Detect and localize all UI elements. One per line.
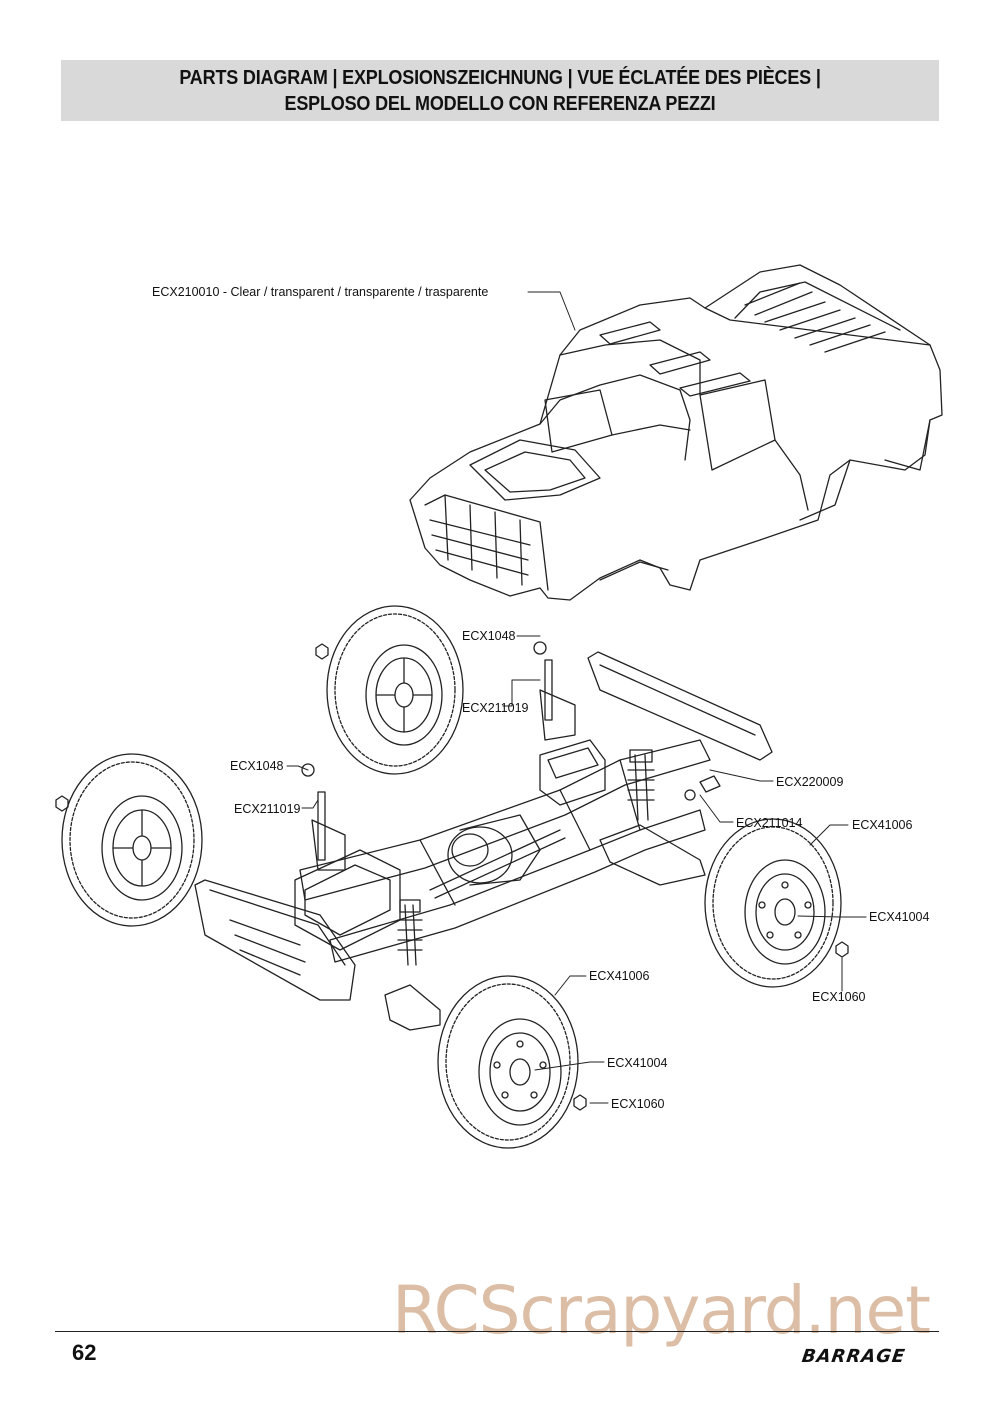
body-shell-illustration bbox=[409, 264, 943, 601]
callout-leader-lines bbox=[286, 291, 867, 1104]
callout-ecx1060-front: ECX1060 bbox=[611, 1097, 665, 1111]
callout-ecx41004-front: ECX41004 bbox=[607, 1056, 668, 1070]
callout-ecx211014: ECX211014 bbox=[736, 816, 803, 830]
header-title-line-2: ESPLOSO DEL MODELLO CON REFERENZA PEZZI bbox=[284, 93, 716, 115]
callout-ecx211019-rear: ECX211019 bbox=[462, 701, 529, 715]
callout-ecx41006-right: ECX41006 bbox=[852, 818, 913, 832]
front-left-wheel-illustration bbox=[61, 753, 203, 927]
callout-ecx211019-front: ECX211019 bbox=[234, 802, 301, 816]
callout-body-shell: ECX210010 - Clear / transparent / transp… bbox=[152, 285, 489, 299]
callout-ecx1060-right: ECX1060 bbox=[812, 990, 866, 1004]
chassis-illustration bbox=[194, 641, 773, 1031]
brand-logo: BARRAGE bbox=[800, 1346, 907, 1367]
rear-left-wheel-illustration bbox=[326, 605, 464, 775]
rear-right-wheel-illustration bbox=[704, 818, 842, 988]
callout-ecx1048-rear: ECX1048 bbox=[462, 629, 516, 643]
front-right-wheel-illustration bbox=[437, 975, 579, 1149]
callout-ecx1048-front: ECX1048 bbox=[230, 759, 284, 773]
header-title-line-1: PARTS DIAGRAM | EXPLOSIONSZEICHNUNG | VU… bbox=[179, 67, 821, 89]
callout-ecx41006-front: ECX41006 bbox=[589, 969, 650, 983]
watermark-text: RCScrapyard.net bbox=[392, 1272, 931, 1349]
callout-ecx41004-right: ECX41004 bbox=[869, 910, 930, 924]
callout-ecx220009: ECX220009 bbox=[776, 775, 844, 789]
page-header: PARTS DIAGRAM | EXPLOSIONSZEICHNUNG | VU… bbox=[61, 60, 939, 121]
footer-divider bbox=[55, 1331, 939, 1332]
page-number: 62 bbox=[72, 1340, 97, 1365]
wheel-nuts-illustration bbox=[55, 643, 849, 1111]
